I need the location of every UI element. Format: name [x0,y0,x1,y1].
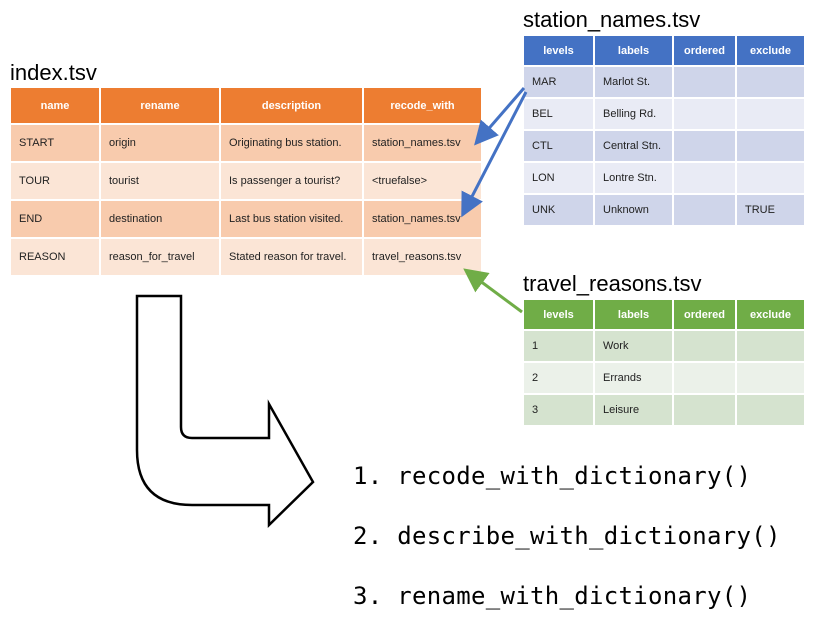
station-cell [672,129,737,163]
reasons-row: 2 Errands [522,361,806,395]
index-header-row: name rename description recode_with [9,86,483,125]
reasons-cell [672,329,737,363]
index-row: START origin Originating bus station. st… [9,123,483,163]
station-cell [672,97,737,131]
station-row: BEL Belling Rd. [522,97,806,131]
station-cell [735,129,806,163]
station-names-table-title: station_names.tsv [523,7,701,32]
station-cell: MAR [522,65,595,99]
index-cell: Last bus station visited. [219,199,364,239]
reasons-cell [672,361,737,395]
travel-reasons-table: levels labels ordered exclude 1 Work 2 E… [522,298,806,427]
reasons-row: 1 Work [522,329,806,363]
station-cell [672,193,737,227]
station-cell: Unknown [593,193,674,227]
reasons-cell [735,361,806,395]
index-cell: origin [99,123,221,163]
station-cell [672,65,737,99]
reasons-cell: Errands [593,361,674,395]
reasons-header-cell: labels [593,298,674,331]
station-cell: BEL [522,97,595,131]
station-cell: Lontre Stn. [593,161,674,195]
reasons-header-row: levels labels ordered exclude [522,298,806,331]
reasons-header-cell: levels [522,298,595,331]
station-header-cell: ordered [672,34,737,67]
reasons-cell: 1 [522,329,595,363]
arrows-overlay [135,87,528,528]
reasons-header-cell: exclude [735,298,806,331]
station-header-cell: exclude [735,34,806,67]
station-header-row: levels labels ordered exclude [522,34,806,67]
index-cell: REASON [9,237,101,277]
index-cell: Is passenger a tourist? [219,161,364,201]
index-cell: reason_for_travel [99,237,221,277]
index-header-cell: description [219,86,364,125]
station-names-table: levels labels ordered exclude MAR Marlot… [522,34,806,227]
station-header-cell: levels [522,34,595,67]
station-cell [735,65,806,99]
station-row: CTL Central Stn. [522,129,806,163]
travel-reasons-table-title: travel_reasons.tsv [523,271,702,296]
function-item-describe: 2. describe_with_dictionary() [353,522,781,550]
station-cell: UNK [522,193,595,227]
index-header-cell: recode_with [362,86,483,125]
reasons-cell [735,393,806,427]
station-cell [735,97,806,131]
station-cell [735,161,806,195]
station-row: MAR Marlot St. [522,65,806,99]
station-cell: LON [522,161,595,195]
index-row: END destination Last bus station visited… [9,199,483,239]
index-cell: Originating bus station. [219,123,364,163]
index-cell: Stated reason for travel. [219,237,364,277]
station-cell: Belling Rd. [593,97,674,131]
index-cell: destination [99,199,221,239]
function-item-recode: 1. recode_with_dictionary() [353,462,752,490]
reasons-cell: Leisure [593,393,674,427]
bent-arrow-icon [135,294,315,528]
station-row: LON Lontre Stn. [522,161,806,195]
index-header-cell: rename [99,86,221,125]
index-row: REASON reason_for_travel Stated reason f… [9,237,483,277]
index-cell: TOUR [9,161,101,201]
reasons-header-cell: ordered [672,298,737,331]
index-cell: station_names.tsv [362,123,483,163]
reasons-cell: 2 [522,361,595,395]
station-to-start-arrow [474,87,526,146]
reasons-cell: Work [593,329,674,363]
station-cell [672,161,737,195]
index-cell: tourist [99,161,221,201]
reasons-cell [672,393,737,427]
station-header-cell: labels [593,34,674,67]
index-table-title: index.tsv [10,60,97,85]
index-header-cell: name [9,86,101,125]
index-table: name rename description recode_with STAR… [9,86,483,277]
function-list: 1. recode_with_dictionary() 2. describe_… [353,452,781,632]
station-cell: Central Stn. [593,129,674,163]
index-cell: travel_reasons.tsv [362,237,483,277]
station-cell: CTL [522,129,595,163]
station-to-end-arrow [461,91,528,218]
reasons-cell [735,329,806,363]
index-row: TOUR tourist Is passenger a tourist? <tr… [9,161,483,201]
function-item-rename: 3. rename_with_dictionary() [353,582,752,610]
station-cell: Marlot St. [593,65,674,99]
station-row: UNK Unknown TRUE [522,193,806,227]
reasons-cell: 3 [522,393,595,427]
index-cell: START [9,123,101,163]
reasons-row: 3 Leisure [522,393,806,427]
reasons-to-reason-arrow [463,268,523,314]
index-cell: END [9,199,101,239]
station-cell: TRUE [735,193,806,227]
